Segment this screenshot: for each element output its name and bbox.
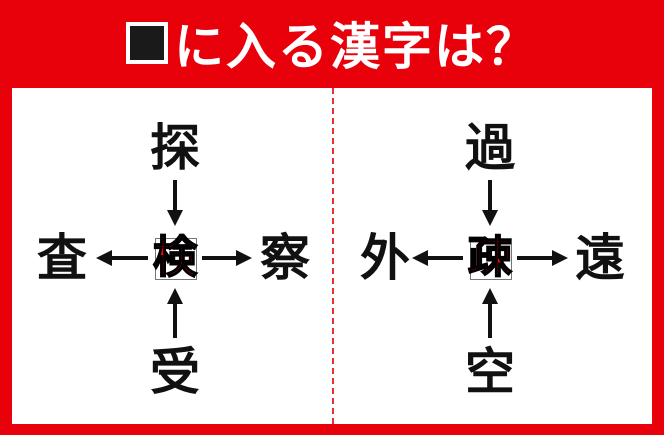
kanji-left: 外 <box>360 229 410 287</box>
kanji-top: 過 <box>465 119 515 177</box>
answer-box <box>155 238 197 280</box>
kanji-right: 察 <box>260 229 310 287</box>
arrows <box>96 180 568 338</box>
kanji-answer: 検 <box>152 231 198 284</box>
kanji-right: 遠 <box>575 229 625 287</box>
kanji-left: 査 <box>37 229 87 287</box>
puzzle-panel: 探 査 検 察 受 過 外 疎 遠 空 <box>12 88 652 424</box>
kanji-bottom: 空 <box>465 343 515 401</box>
kanji-answer: 疎 <box>467 231 513 284</box>
kanji-top: 探 <box>150 119 200 177</box>
answer-box <box>470 238 512 280</box>
title-text: に入る漢字は？ <box>174 18 538 76</box>
divider <box>332 88 334 424</box>
title: に入る漢字は？ <box>0 0 664 86</box>
kanji-bottom: 受 <box>150 343 200 401</box>
blank-square-icon <box>126 22 168 64</box>
